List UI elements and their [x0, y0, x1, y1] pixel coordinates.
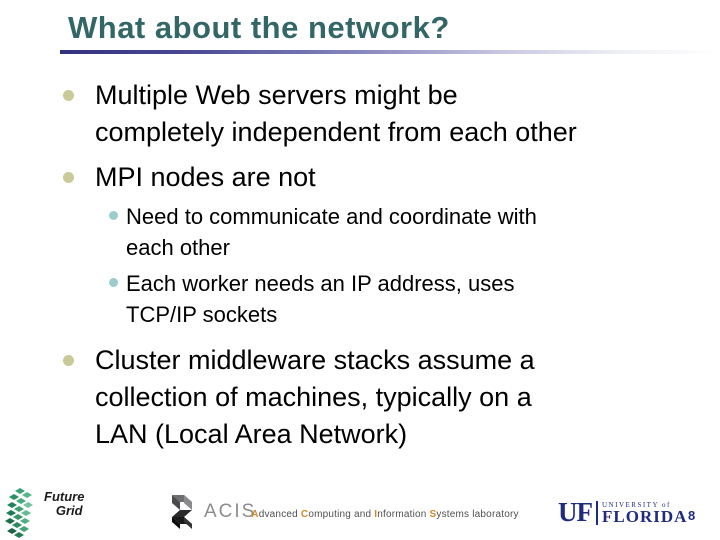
- lab-text: dvanced: [258, 509, 301, 520]
- bullet-dot: [63, 90, 74, 101]
- uf-university-of-text: UNIVERSITY of: [602, 501, 671, 509]
- lab-initial: C: [300, 509, 309, 520]
- bullet-dot: [63, 172, 74, 183]
- futuregrid-word-future: Future: [44, 489, 85, 504]
- acis-logo-icon: [172, 495, 192, 529]
- bullet-line: completely independent from each other: [95, 117, 577, 147]
- acis-logo-text: ACIS: [204, 501, 257, 522]
- lab-initial: I: [374, 509, 378, 520]
- lab-text: omputing and: [308, 509, 375, 520]
- sub-bullet-item: Each worker needs an IP address, uses TC…: [126, 268, 514, 330]
- bullet-line: LAN (Local Area Network): [95, 419, 408, 449]
- bullet-item: Multiple Web servers might be completely…: [95, 77, 577, 151]
- uf-florida-text: FLORIDA: [602, 507, 688, 526]
- sub-bullet-item: Need to communicate and coordinate with …: [126, 201, 537, 263]
- uf-florida-logo: UF UNIVERSITY of FLORIDA: [558, 499, 687, 526]
- bullet-dot: [63, 355, 74, 366]
- bullet-item: Cluster middleware stacks assume a colle…: [95, 342, 535, 453]
- uf-logo-mark: UF: [558, 497, 593, 527]
- bullet-line: each other: [126, 235, 230, 260]
- futuregrid-logo-text: Future Grid: [44, 490, 84, 518]
- bullet-line: Need to communicate and coordinate with: [126, 204, 537, 229]
- bullet-item: MPI nodes are not: [95, 159, 316, 196]
- uf-logo-divider: [596, 500, 598, 525]
- acis-logo: ACIS: [168, 494, 256, 530]
- bullet-line: Multiple Web servers might be: [95, 80, 458, 110]
- title-underline-rule: [60, 50, 716, 54]
- lab-initial: A: [251, 509, 259, 520]
- slide-title: What about the network?: [68, 10, 450, 45]
- bullet-line: TCP/IP sockets: [126, 302, 278, 327]
- futuregrid-word-grid: Grid: [55, 503, 83, 518]
- bullet-line: Each worker needs an IP address, uses: [126, 271, 515, 296]
- sub-bullet-dot: [109, 211, 118, 220]
- lab-text: ystems laboratory: [436, 509, 519, 520]
- lab-initial: S: [429, 509, 437, 520]
- page-number: 8: [688, 508, 696, 523]
- footer-lab-text: Advanced Computing and Information Syste…: [0, 509, 720, 520]
- bullet-line: MPI nodes are not: [95, 162, 316, 192]
- bullet-line: collection of machines, typically on a: [95, 382, 532, 412]
- sub-bullet-dot: [109, 278, 118, 287]
- bullet-line: Cluster middleware stacks assume a: [95, 345, 535, 375]
- futuregrid-logo-icon: [5, 488, 33, 538]
- lab-text: nformation: [377, 509, 430, 520]
